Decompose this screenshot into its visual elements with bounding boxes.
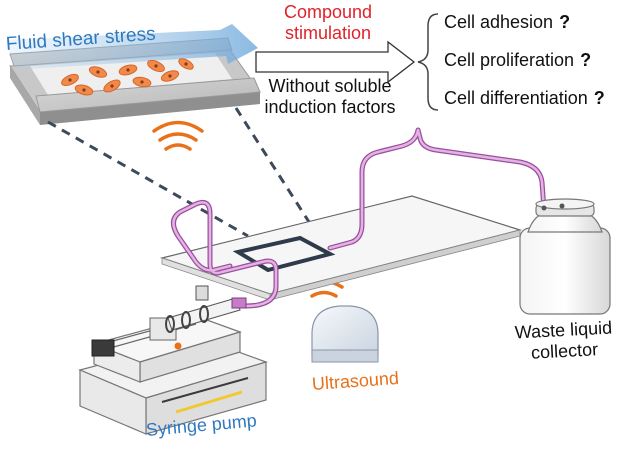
microfluidic-chip	[6, 24, 261, 125]
projection-lines	[47, 107, 320, 238]
without-factors-label: Without soluble induction factors	[252, 76, 408, 117]
compound-stimulation-label: Compound stimulation	[256, 2, 400, 43]
compound-line2: stimulation	[284, 22, 372, 43]
chip-wall-front	[35, 77, 261, 113]
without-line1: Without soluble	[268, 76, 392, 96]
tubing	[171, 127, 547, 309]
outcome-text: Cell proliferation	[444, 50, 575, 70]
waste-collector-label: Waste liquid collector	[497, 317, 631, 365]
question-mark: ?	[593, 88, 605, 108]
syringe	[165, 285, 247, 333]
outcome-text: Cell adhesion	[444, 12, 554, 32]
without-line2: induction factors	[264, 96, 396, 117]
ultrasound-wave-icon	[152, 120, 204, 151]
chip-base-side-left	[10, 66, 40, 125]
outcome-text: Cell differentiation	[444, 88, 588, 108]
chip-base-side	[40, 92, 260, 125]
outcome-cell-differentiation: Cell differentiation?	[444, 88, 605, 109]
flow-arrow	[6, 24, 258, 70]
question-mark: ?	[559, 12, 571, 32]
ultrasound-transducer	[311, 305, 379, 363]
arrow-icon	[255, 40, 416, 84]
syringe-pump	[78, 285, 268, 435]
waste-bottle	[519, 198, 611, 315]
question-mark: ?	[580, 50, 592, 70]
compound-line1: Compound	[283, 2, 373, 22]
brace-icon	[417, 13, 439, 111]
outcome-cell-proliferation: Cell proliferation?	[444, 50, 591, 71]
outcome-cell-adhesion: Cell adhesion?	[444, 12, 570, 33]
